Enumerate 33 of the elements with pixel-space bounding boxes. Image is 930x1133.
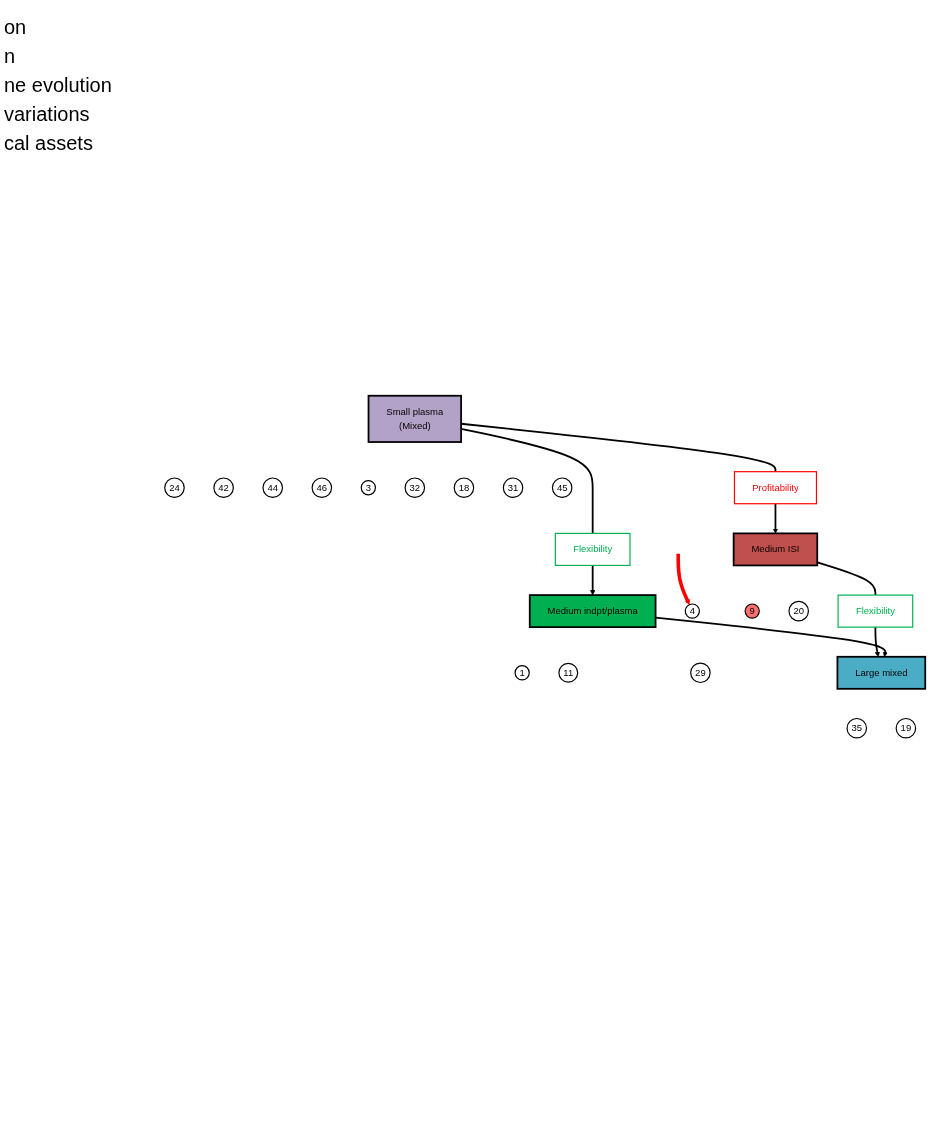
node-circle: 29 [690, 662, 711, 683]
node-box: Medium ISI [732, 532, 819, 566]
note-text: cal assets [4, 132, 94, 155]
node-circle: 32 [404, 477, 426, 498]
node-circle: 35 [846, 717, 868, 739]
node-circle: 44 [262, 477, 284, 498]
node-circle: 3 [360, 479, 376, 496]
note-text: on [4, 16, 28, 39]
node-circle: 24 [164, 477, 185, 498]
node-box: Small plasma (Mixed) [367, 394, 462, 443]
note-text: ne evolution [4, 74, 113, 97]
arrow [874, 625, 880, 657]
node-circle: 19 [895, 717, 917, 739]
node-circle: 9 [744, 603, 760, 619]
node-box: Flexibility [837, 594, 914, 628]
node-circle: 42 [213, 477, 234, 498]
arrow [676, 553, 690, 605]
note-text: n [4, 45, 17, 68]
note-text: variations [4, 103, 91, 126]
node-box: Profitability [733, 470, 818, 504]
node-box: Large mixed [836, 655, 927, 690]
node-circle: 11 [558, 662, 579, 683]
node-circle: 20 [788, 600, 809, 622]
node-circle: 1 [514, 664, 530, 681]
arrow [590, 564, 596, 595]
node-circle: 4 [684, 603, 700, 619]
node-circle: 45 [551, 477, 573, 498]
node-circle: 31 [502, 477, 524, 498]
node-circle: 18 [453, 477, 475, 498]
arrow [772, 502, 779, 534]
node-box: Medium indpt/plasma [528, 593, 657, 628]
node-box: Flexibility [554, 532, 631, 566]
node-circle: 46 [311, 477, 333, 498]
